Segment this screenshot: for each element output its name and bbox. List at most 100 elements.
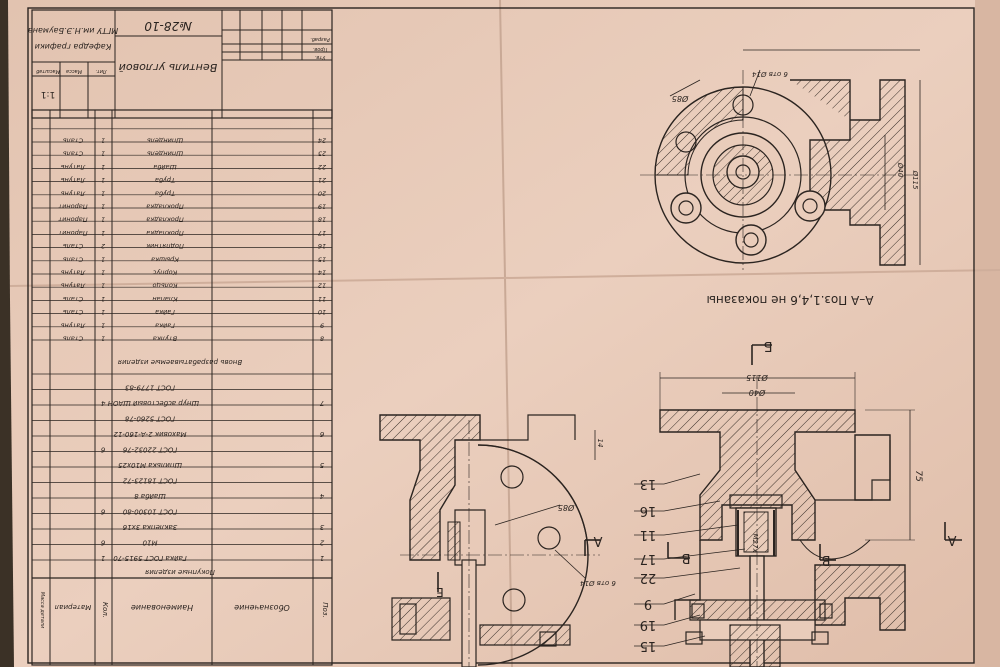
spec-row-pos: 11: [318, 295, 326, 303]
spec-row-pos: 18: [318, 216, 326, 224]
callout-number: 9: [644, 596, 652, 611]
department-label: Кафедра графики: [35, 42, 112, 51]
spec-row-material: Латунь: [61, 189, 87, 197]
title-block: МГТУ им.Н.Э.Баумана Кафедра графики 1:1 …: [28, 9, 333, 119]
scale-value: 1:1: [41, 89, 55, 99]
header-material: Материал: [54, 603, 91, 611]
drawing-title: Вентиль угловой: [119, 61, 217, 74]
section-aa-view: Ø85 6 отв Ø14 Ø40 Ø115 А–А Поз.1,4,6 не …: [640, 49, 921, 307]
spec-row-material: Паронит: [58, 203, 87, 211]
spec-row-name: Гайка: [155, 308, 175, 316]
spec-row-pos: 23: [318, 150, 326, 158]
spec-row-pos: 15: [318, 255, 326, 263]
header-name: Наименование: [131, 603, 193, 612]
spec-row-name: Труба: [155, 176, 175, 184]
spec-row-qty: 1: [101, 554, 105, 562]
spec-row-name: Гайка ГОСТ 5915-70: [113, 554, 187, 562]
approved-label: Утв.: [315, 54, 326, 60]
spec-row-pos: 17: [317, 229, 326, 237]
spec-row-pos: 4: [320, 492, 324, 500]
front-section-view: Б Ø115 Ø40 75: [634, 338, 962, 667]
spec-row-pos: 21: [318, 176, 326, 184]
spec-row-qty: 1: [101, 150, 105, 158]
spec-row-pos: 6: [319, 430, 324, 438]
spec-row-name: ГОСТ 5260-78: [124, 415, 175, 423]
dim-d115-front: Ø115: [746, 373, 769, 383]
spec-row-name: Втулка: [153, 335, 177, 343]
spec-row-material: Сталь: [63, 295, 83, 303]
section-aa-title: А–А Поз.1,4,6 не показаны: [706, 293, 873, 307]
spec-row-material: Паронит: [58, 216, 87, 224]
spec-row-pos: 19: [318, 203, 326, 211]
side-section-view: 14 Ø85 6 отв Ø14 А Е: [379, 414, 616, 667]
lit-header: Лит.: [95, 68, 108, 74]
dim-d115-top: Ø115: [911, 170, 919, 190]
org-label: МГТУ им.Н.Э.Баумана: [28, 26, 118, 35]
dim-d40-front: Ø40: [749, 388, 766, 398]
header-designation: Обозначение: [234, 603, 290, 612]
section-a-left-label: А: [593, 533, 602, 548]
spec-row-material: Сталь: [63, 308, 83, 316]
spec-row-name: Шпиндель: [147, 137, 183, 145]
spec-row-name: ГОСТ 1779-83: [125, 384, 175, 392]
section-v-label: В: [682, 550, 691, 565]
spec-row-qty: 1: [101, 137, 105, 145]
spec-row-pos: 16: [318, 242, 326, 250]
spec-row-name: Прокладка: [146, 216, 183, 224]
fold-line-horizontal: [9, 269, 1000, 287]
spec-row-qty: 1: [101, 216, 105, 224]
spec-row-qty: 1: [101, 163, 105, 171]
checked-label: Пров.: [313, 46, 328, 52]
spec-row-name: М10: [142, 539, 157, 547]
spec-row-name: Маховик 2-А-160-12: [113, 430, 187, 438]
dim-d85-top: Ø85: [672, 94, 689, 104]
spec-row-pos: 3: [320, 523, 324, 531]
spec-row-name: ГОСТ 22032-76: [122, 446, 177, 454]
section-purchased: Покупные изделия: [145, 568, 215, 576]
spec-row-name: Шнур асбестовый ШАОН 4: [101, 399, 199, 407]
spec-row-pos: 9: [320, 321, 324, 329]
callout-number: 22: [640, 570, 657, 585]
spec-row-qty: 1: [101, 229, 105, 237]
spec-row-qty: 1: [101, 282, 105, 290]
fold-line-vertical: [499, 0, 513, 667]
dim-m27: M27x: [751, 533, 759, 553]
spec-row-qty: 1: [101, 321, 105, 329]
spec-row-qty: 6: [100, 446, 105, 454]
section-e-label: Е: [436, 585, 444, 599]
spec-row-material: Латунь: [61, 282, 87, 290]
callout-number: 13: [640, 476, 657, 491]
dim-d40-top: Ø40: [896, 162, 904, 178]
spec-row-pos: 8: [320, 335, 324, 343]
spec-row-name: ГОСТ 18123-72: [122, 477, 177, 485]
spec-row-qty: 1: [101, 203, 105, 211]
spec-row-qty: 6: [100, 508, 105, 516]
spec-row-name: Шпилька М10х25: [117, 461, 181, 469]
spec-row-pos: 12: [318, 282, 326, 290]
callout-number: 19: [640, 617, 657, 632]
spec-row-qty: 1: [101, 255, 105, 263]
spec-row-pos: 5: [319, 461, 324, 469]
spec-row-material: Сталь: [63, 255, 83, 263]
spec-row-pos: 7: [319, 399, 324, 407]
spec-row-pos: 22: [318, 163, 326, 171]
section-a-right-label: А: [947, 532, 956, 547]
dim-h75: 75: [913, 470, 923, 482]
spec-row-material: Сталь: [63, 335, 83, 343]
dim-d85-left: Ø85: [558, 503, 575, 513]
spec-row-qty: 1: [101, 189, 105, 197]
spec-row-qty: 1: [101, 335, 105, 343]
spec-row-qty: 6: [100, 539, 105, 547]
header-qty: Кол.: [101, 602, 109, 618]
spec-row-name: Гайка: [155, 321, 175, 329]
spec-row-material: Латунь: [61, 176, 87, 184]
dim-d14: 14: [596, 439, 604, 448]
spec-row-name: Шпиндель: [147, 150, 183, 158]
spec-row-material: Латунь: [61, 269, 87, 277]
spec-row-name: Клапан: [152, 295, 177, 303]
spec-row-pos: 1: [320, 554, 324, 562]
